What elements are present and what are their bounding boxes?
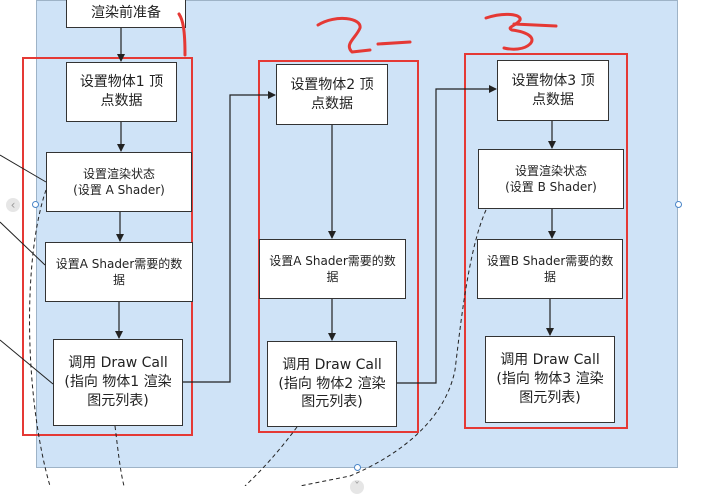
shader-b-data-node[interactable]: 设置B Shader需要的数 据 [477, 239, 623, 299]
render-state-a-node[interactable]: 设置渲染状态 (设置 A Shader) [46, 152, 192, 212]
chevron-left-icon[interactable]: ‹ [6, 198, 20, 212]
object3-vertex-node[interactable]: 设置物体3 顶 点数据 [497, 60, 609, 121]
shader-a-data-node-2[interactable]: 设置A Shader需要的数 据 [259, 239, 406, 299]
object2-vertex-node[interactable]: 设置物体2 顶 点数据 [276, 64, 388, 125]
resize-handle-left[interactable] [32, 201, 39, 208]
render-state-b-node[interactable]: 设置渲染状态 (设置 B Shader) [478, 149, 624, 209]
object1-vertex-node[interactable]: 设置物体1 顶 点数据 [66, 62, 177, 122]
render-prep-node[interactable]: 渲染前准备 [66, 0, 186, 28]
shader-a-data-node-1[interactable]: 设置A Shader需要的数 据 [45, 242, 193, 302]
annotation-1: 1 [172, 4, 181, 20]
resize-handle-bottom[interactable] [354, 464, 361, 471]
annotation-3: 3 [505, 8, 514, 24]
chevron-down-icon[interactable]: ˇ [350, 480, 364, 494]
drawcall-3-node[interactable]: 调用 Draw Call (指向 物体3 渲染 图元列表) [485, 336, 615, 423]
annotation-2: 2 [330, 10, 339, 26]
drawcall-1-node[interactable]: 调用 Draw Call (指向 物体1 渲染 图元列表) [53, 339, 183, 426]
resize-handle-right[interactable] [675, 201, 682, 208]
drawcall-2-node[interactable]: 调用 Draw Call (指向 物体2 渲染 图元列表) [267, 341, 397, 427]
